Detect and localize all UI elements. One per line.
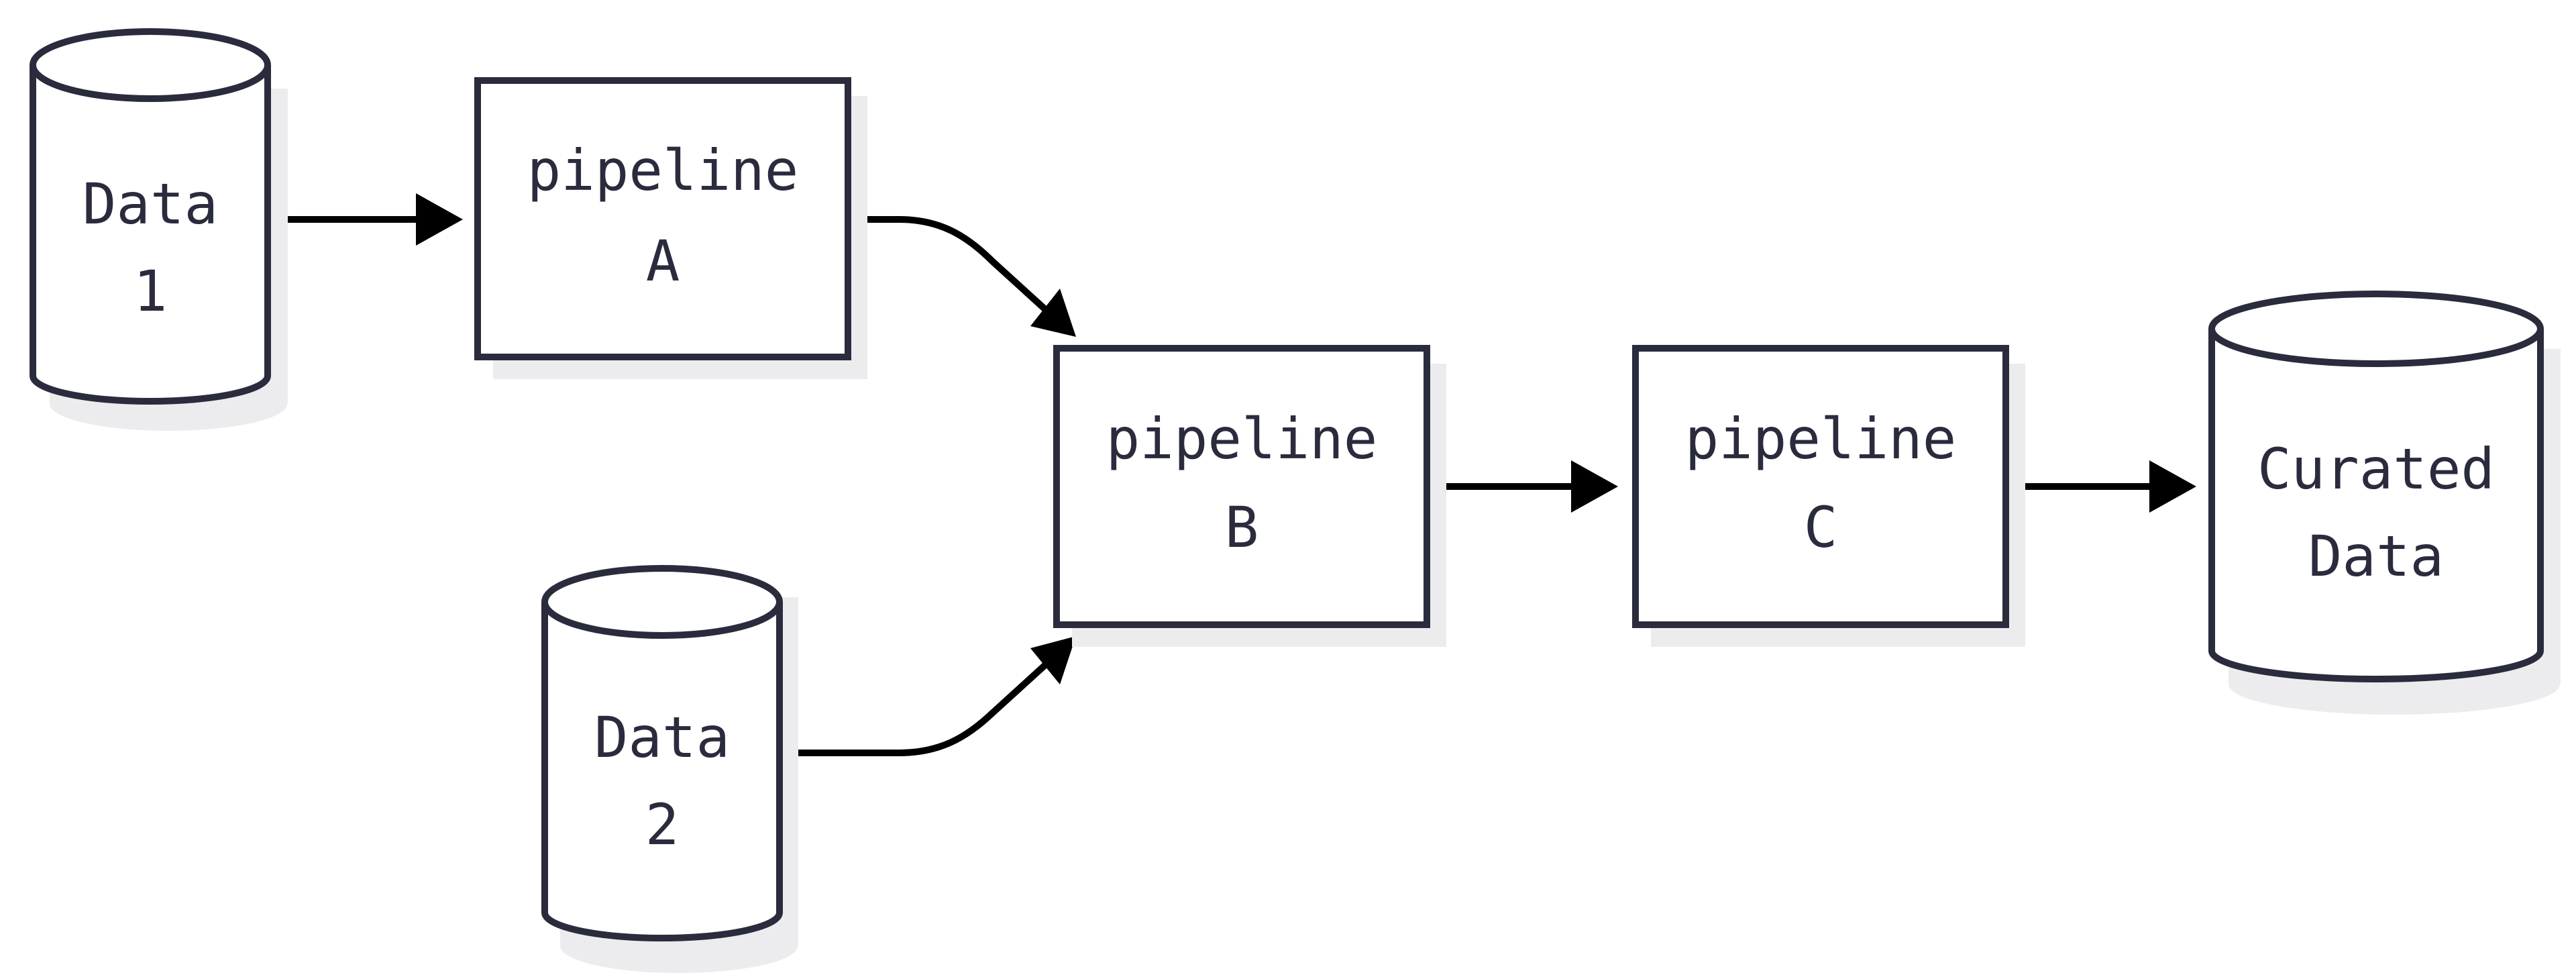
node-pipelineA-box: [474, 77, 851, 360]
edge-data2-to-pipelineB: [783, 636, 1076, 756]
edges: [270, 193, 2196, 756]
node-data1-label-line1: Data: [83, 171, 218, 237]
edge-pipelineC-to-curated: [2006, 460, 2196, 513]
node-curated-label-line1: Curated: [2257, 436, 2495, 502]
node-pipelineA-label-line1: pipeline: [527, 138, 799, 203]
node-data2: Data 2: [541, 565, 798, 973]
node-pipelineC-label-line2: C: [1804, 495, 1838, 560]
node-pipelineB-label-line2: B: [1225, 495, 1259, 560]
cylinder-shape: [541, 565, 783, 941]
node-data2-label-line1: Data: [594, 705, 730, 770]
node-pipelineB: pipeline B: [1053, 345, 1446, 647]
node-pipelineC: pipeline C: [1632, 345, 2025, 647]
node-data1: Data 1: [30, 28, 288, 431]
cylinder-shape: [30, 28, 271, 405]
node-curated: Curated Data: [2208, 291, 2561, 715]
node-pipelineC-box: [1632, 345, 2009, 628]
node-pipelineB-label-line1: pipeline: [1106, 406, 1378, 472]
node-data1-label-line2: 1: [133, 258, 168, 324]
node-pipelineB-box: [1053, 345, 1430, 628]
cylinder-shape: [2208, 291, 2544, 682]
edge-pipelineB-to-pipelineC: [1427, 460, 1618, 513]
node-data2-label-line2: 2: [645, 792, 680, 858]
node-curated-label-line2: Data: [2308, 523, 2444, 589]
edge-pipelineA-to-pipelineB: [848, 216, 1076, 337]
node-pipelineA-label-line2: A: [646, 228, 680, 294]
edge-data1-to-pipelineA: [270, 193, 463, 246]
node-pipelineA: pipeline A: [474, 77, 867, 379]
node-pipelineC-label-line1: pipeline: [1685, 406, 1957, 472]
